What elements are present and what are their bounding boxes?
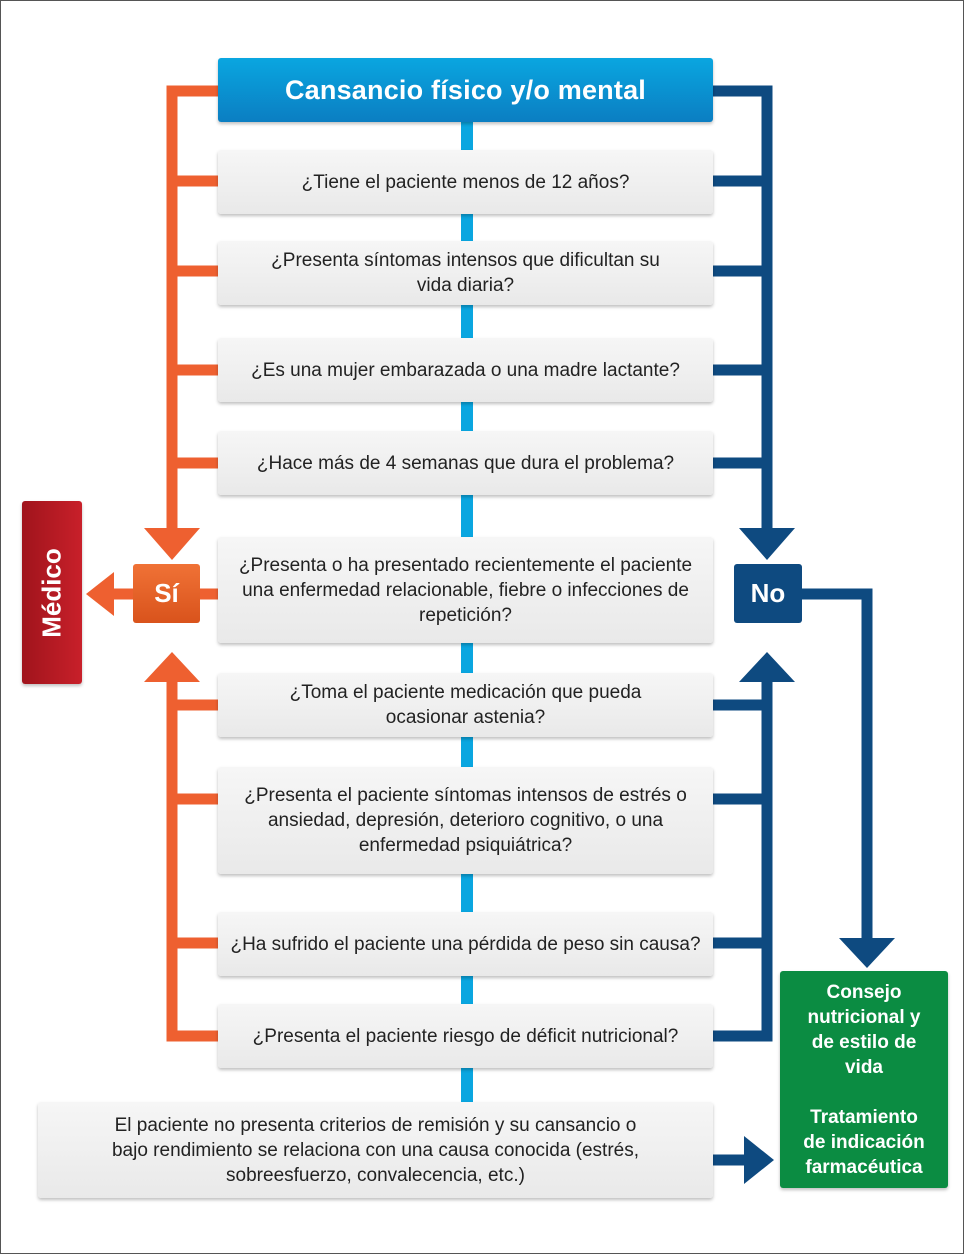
question-text-6: ¿Toma el paciente medicación que pueda o… bbox=[289, 682, 642, 728]
yes-arrowhead-down bbox=[144, 528, 200, 560]
start-title: Cansancio físico y/o mental bbox=[284, 74, 646, 105]
question-box-4: ¿Hace más de 4 semanas que dura el probl… bbox=[218, 431, 713, 495]
question-text-9: ¿Presenta el paciente riesgo de déficit … bbox=[252, 1025, 679, 1047]
referral-box: Médico bbox=[22, 501, 82, 684]
yes-box: Sí bbox=[133, 564, 200, 623]
question-text-5: ¿Presenta o ha presentado recientemente … bbox=[238, 554, 693, 626]
final-statement-text: El paciente no presenta criterios de rem… bbox=[111, 1114, 640, 1186]
no-trunk-upper bbox=[712, 85, 773, 530]
question-text-1: ¿Tiene el paciente menos de 12 años? bbox=[301, 171, 630, 193]
question-box-2: ¿Presenta síntomas intensos que dificult… bbox=[218, 241, 713, 305]
question-box-5: ¿Presenta o ha presentado recientemente … bbox=[218, 537, 713, 643]
referral-label: Médico bbox=[36, 547, 67, 638]
question-text-4: ¿Hace más de 4 semanas que dura el probl… bbox=[256, 452, 675, 474]
question-text-7: ¿Presenta el paciente síntomas intensos … bbox=[244, 785, 687, 856]
outcome-line-1: Consejo nutricional y de estilo de vida bbox=[807, 981, 921, 1078]
question-box-8: ¿Ha sufrido el paciente una pérdida de p… bbox=[218, 912, 713, 976]
question-box-1: ¿Tiene el paciente menos de 12 años? bbox=[218, 150, 713, 214]
yes-arrowhead-left bbox=[86, 572, 114, 616]
yes-trunk-lower bbox=[166, 680, 219, 1042]
no-arrowhead-up bbox=[739, 652, 795, 682]
yes-label: Sí bbox=[154, 578, 179, 608]
statement-arrowhead-right bbox=[744, 1136, 774, 1184]
question-box-9: ¿Presenta el paciente riesgo de déficit … bbox=[218, 1004, 713, 1068]
question-box-3: ¿Es una mujer embarazada o una madre lac… bbox=[218, 338, 713, 402]
no-box: No bbox=[734, 564, 802, 623]
no-arrowhead-down bbox=[739, 528, 795, 560]
question-text-8: ¿Ha sufrido el paciente una pérdida de p… bbox=[230, 933, 701, 955]
final-statement-box: El paciente no presenta criterios de rem… bbox=[38, 1102, 713, 1198]
question-text-2: ¿Presenta síntomas intensos que dificult… bbox=[271, 250, 660, 296]
yes-arrowhead-up bbox=[144, 652, 200, 682]
outcome-arrowhead-down bbox=[839, 938, 895, 968]
outcome-line-2: Tratamiento de indicación farmacéutica bbox=[803, 1106, 925, 1178]
yes-trunk-upper bbox=[166, 85, 219, 530]
question-text-3: ¿Es una mujer embarazada o una madre lac… bbox=[251, 359, 680, 381]
no-label: No bbox=[750, 578, 786, 608]
no-trunk-lower bbox=[712, 680, 773, 1042]
no-to-outcome bbox=[802, 588, 873, 940]
outcome-box: Consejo nutricional y de estilo de vida … bbox=[780, 971, 948, 1188]
start-title-box: Cansancio físico y/o mental bbox=[218, 58, 713, 122]
question-box-6: ¿Toma el paciente medicación que pueda o… bbox=[218, 673, 713, 737]
question-box-7: ¿Presenta el paciente síntomas intensos … bbox=[218, 767, 713, 874]
